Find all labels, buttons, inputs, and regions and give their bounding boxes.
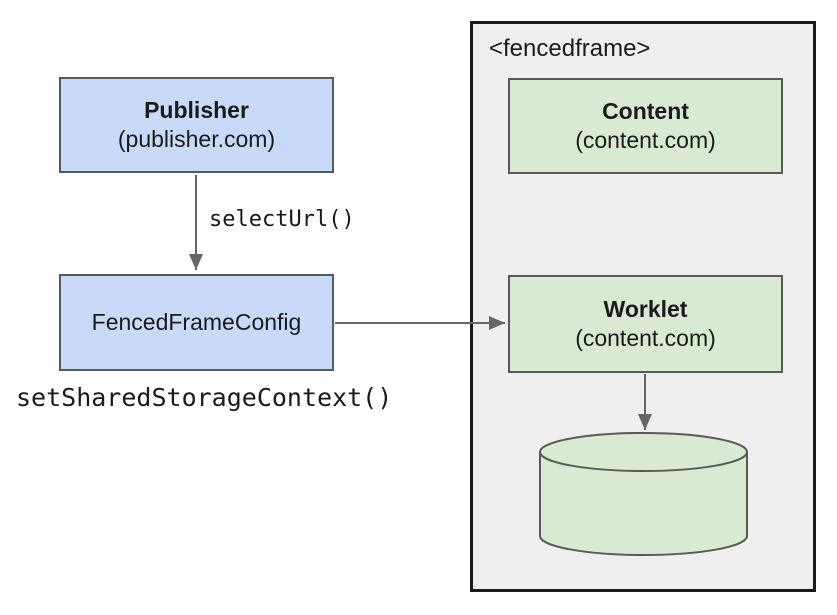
- worklet-title: Worklet: [603, 296, 688, 323]
- set-shared-storage-context-label: setSharedStorageContext(): [16, 383, 393, 412]
- worklet-subtitle: (content.com): [575, 325, 716, 351]
- fencedframeconfig-title: FencedFrameConfig: [91, 309, 302, 336]
- fencedframe-tag-label: <fencedframe>: [489, 35, 651, 62]
- content-box: Content (content.com): [508, 78, 783, 174]
- publisher-box: Publisher (publisher.com): [59, 77, 334, 173]
- publisher-title: Publisher: [144, 97, 249, 124]
- shared-storage-origin: content.com: [575, 491, 713, 519]
- content-title: Content: [602, 98, 689, 125]
- select-url-label: selectUrl(): [209, 207, 355, 232]
- publisher-subtitle: (publisher.com): [117, 126, 276, 152]
- shared-storage-title: Shared Storage: [573, 442, 715, 464]
- fencedframe-container: <fencedframe> Content (content.com) Work…: [470, 21, 816, 592]
- worklet-box: Worklet (content.com): [508, 275, 783, 373]
- fencedframeconfig-box: FencedFrameConfig: [59, 274, 334, 371]
- content-subtitle: (content.com): [575, 127, 716, 153]
